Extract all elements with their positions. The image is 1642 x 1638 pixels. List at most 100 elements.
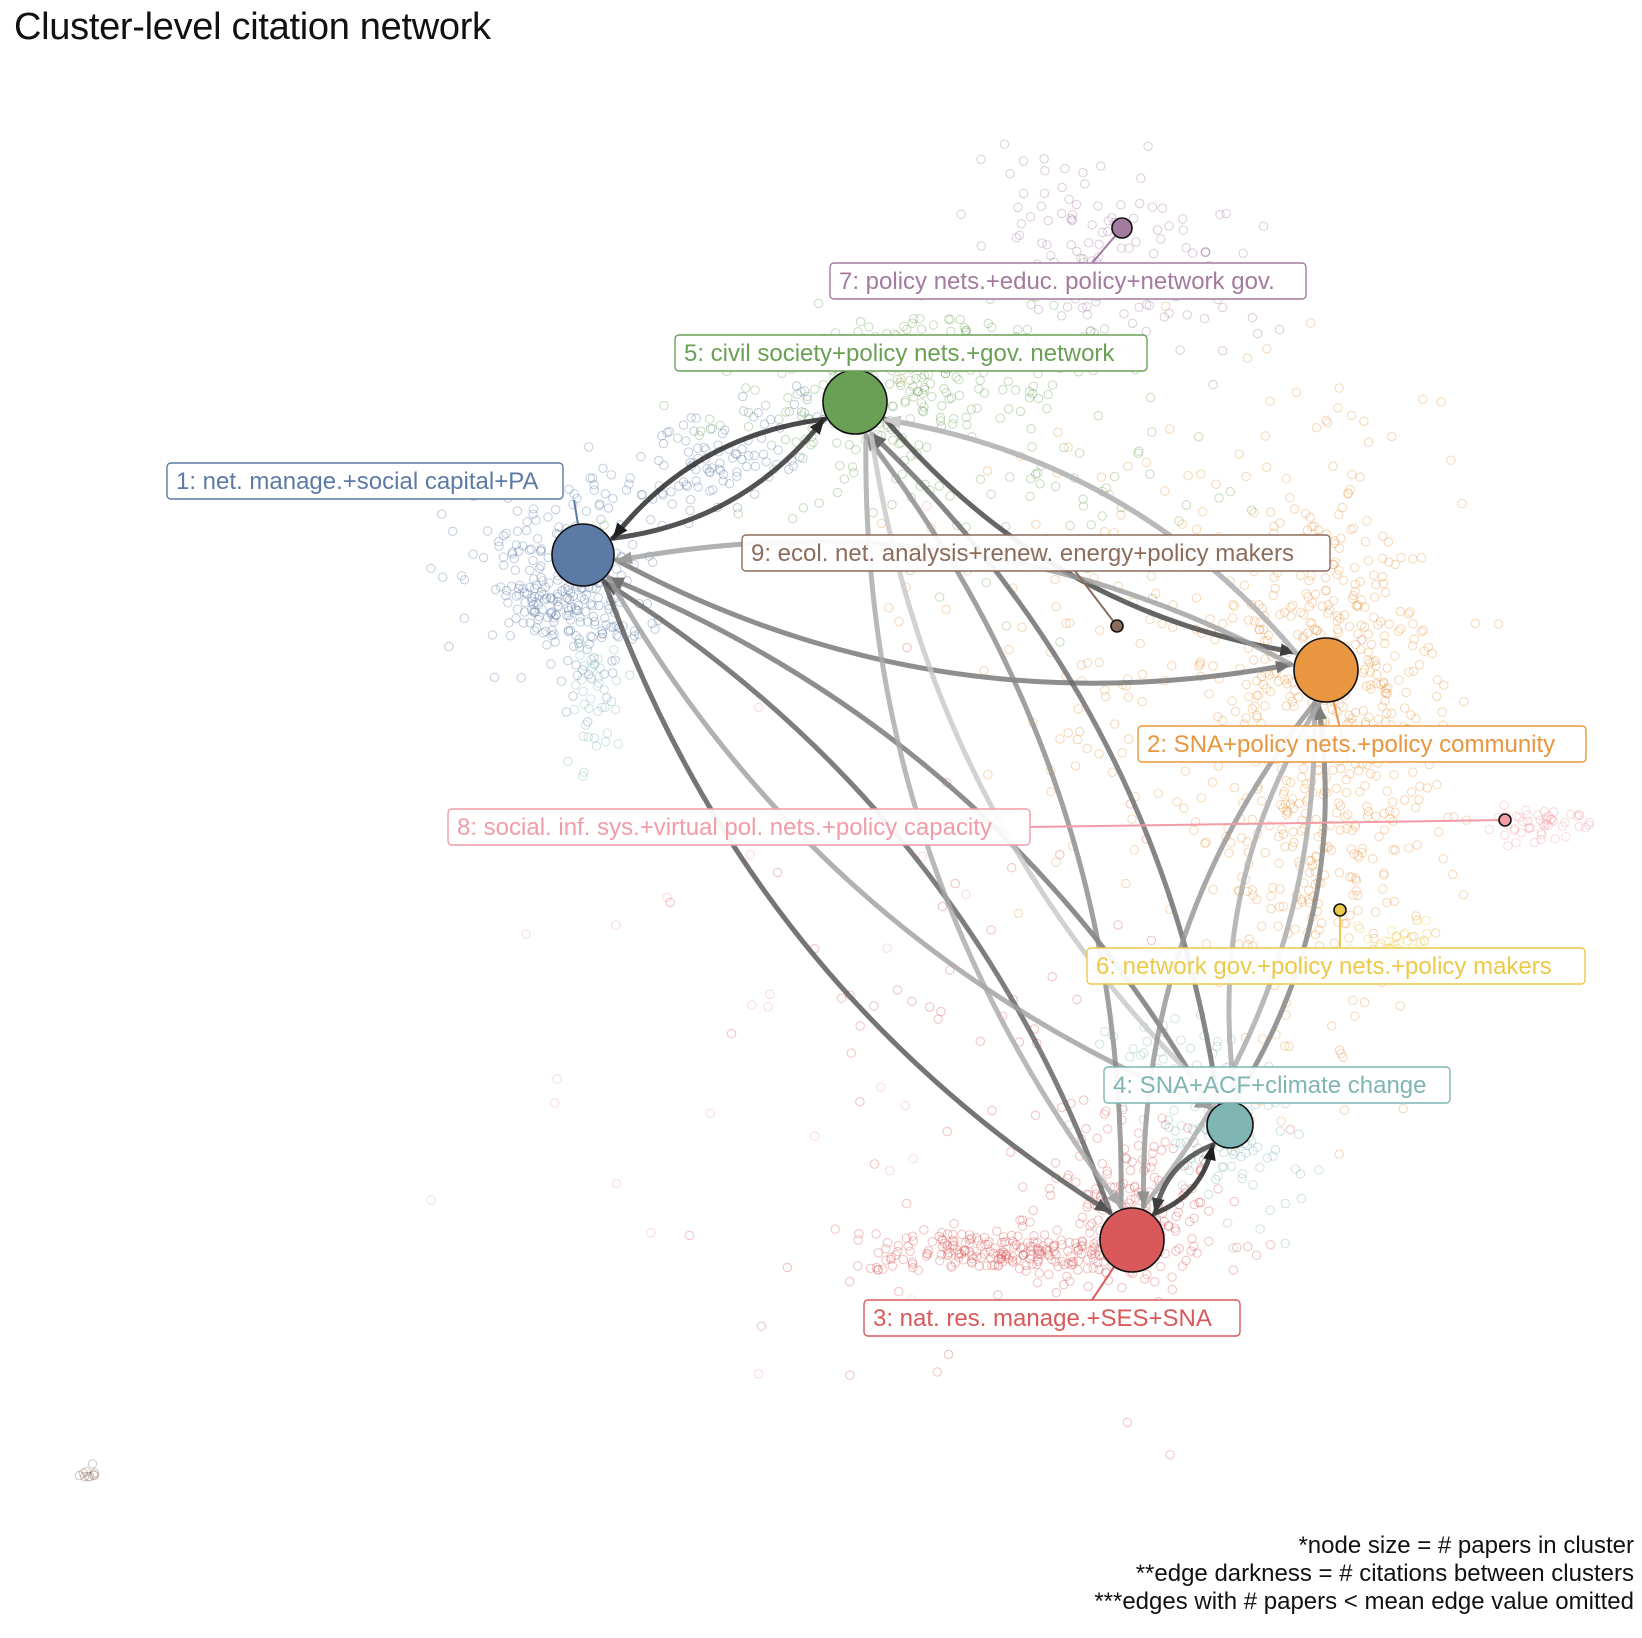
paper-point xyxy=(1042,1246,1052,1256)
paper-point xyxy=(1511,811,1521,822)
cluster-label-text-3: 3: nat. res. manage.+SES+SNA xyxy=(873,1305,1212,1332)
paper-point xyxy=(980,1249,990,1259)
paper-point xyxy=(1357,847,1367,858)
paper-point xyxy=(1345,872,1355,882)
paper-point xyxy=(553,601,563,611)
paper-point xyxy=(1043,215,1053,226)
paper-point xyxy=(1269,572,1279,582)
paper-point xyxy=(590,616,600,627)
paper-point xyxy=(1201,939,1212,949)
paper-point xyxy=(566,602,577,612)
paper-point xyxy=(973,1236,984,1246)
paper-point xyxy=(549,629,559,639)
paper-point xyxy=(972,403,982,413)
paper-point xyxy=(613,632,624,642)
paper-point xyxy=(1363,556,1374,566)
paper-point xyxy=(1458,890,1469,900)
paper-point xyxy=(591,584,601,594)
paper-point xyxy=(1535,815,1545,825)
cluster-node-6 xyxy=(1333,903,1347,917)
paper-point xyxy=(547,625,557,636)
paper-point xyxy=(1418,394,1428,404)
paper-point xyxy=(1100,685,1110,695)
paper-point xyxy=(681,480,691,490)
paper-point xyxy=(1218,302,1228,313)
paper-point xyxy=(1348,995,1358,1005)
paper-point xyxy=(1066,1251,1076,1261)
paper-point xyxy=(1344,933,1354,943)
paper-point xyxy=(1341,775,1352,785)
paper-point xyxy=(1151,588,1161,599)
paper-point xyxy=(1258,625,1269,635)
paper-point xyxy=(494,536,504,547)
paper-point xyxy=(1243,1242,1253,1252)
paper-point xyxy=(1338,1052,1348,1063)
paper-point xyxy=(997,1237,1007,1248)
paper-point xyxy=(1305,617,1315,628)
paper-point xyxy=(563,593,573,603)
paper-point xyxy=(1077,303,1088,313)
paper-point xyxy=(1026,212,1036,222)
paper-point xyxy=(459,613,470,623)
paper-point xyxy=(1013,908,1024,918)
paper-point xyxy=(701,444,711,455)
paper-point xyxy=(1346,410,1357,421)
paper-point xyxy=(983,1239,993,1250)
paper-point xyxy=(494,541,504,551)
paper-point xyxy=(664,426,674,437)
paper-point xyxy=(1493,619,1504,629)
paper-point xyxy=(1327,704,1338,715)
paper-point xyxy=(1365,769,1376,779)
cluster-label-box-1 xyxy=(166,462,564,500)
paper-point xyxy=(1302,628,1313,638)
paper-point xyxy=(891,1250,901,1260)
paper-point xyxy=(832,487,843,498)
paper-point xyxy=(1419,646,1429,656)
paper-point xyxy=(802,394,812,405)
cluster-label-box-6 xyxy=(1086,947,1586,985)
paper-point xyxy=(1174,1243,1184,1254)
paper-point xyxy=(1211,1174,1221,1185)
paper-point xyxy=(1353,601,1363,612)
paper-point xyxy=(1034,1246,1045,1257)
paper-point xyxy=(1008,1257,1018,1268)
paper-point xyxy=(1004,644,1014,655)
paper-point xyxy=(1273,921,1284,931)
cluster-label-1: 1: net. manage.+social capital+PA xyxy=(166,462,564,500)
paper-point xyxy=(665,897,675,908)
paper-point xyxy=(1157,1113,1167,1124)
paper-point xyxy=(1186,1246,1196,1256)
paper-point xyxy=(695,426,706,436)
paper-point xyxy=(936,1250,946,1260)
paper-point xyxy=(518,541,528,551)
paper-point xyxy=(74,1470,85,1481)
paper-point xyxy=(888,401,898,412)
paper-point xyxy=(1033,1244,1043,1254)
paper-point xyxy=(568,591,578,602)
paper-point xyxy=(1051,601,1061,612)
paper-point xyxy=(1391,931,1402,941)
paper-point xyxy=(85,1472,95,1482)
cluster-label-text-7: 7: policy nets.+educ. policy+network gov… xyxy=(839,268,1275,295)
paper-point xyxy=(1228,1149,1239,1160)
paper-point xyxy=(1153,788,1164,798)
paper-point xyxy=(530,607,541,617)
paper-point xyxy=(959,322,969,333)
paper-point xyxy=(1200,247,1211,258)
paper-point xyxy=(1358,706,1369,716)
paper-point xyxy=(1136,173,1146,183)
paper-point xyxy=(1403,609,1414,619)
paper-point xyxy=(1580,822,1591,833)
paper-point xyxy=(522,588,533,599)
paper-point xyxy=(900,398,910,408)
paper-point xyxy=(1285,1124,1296,1135)
paper-point xyxy=(569,489,579,499)
paper-point xyxy=(1212,1037,1223,1047)
paper-point xyxy=(1255,1162,1265,1173)
paper-point xyxy=(1033,1250,1043,1260)
paper-point xyxy=(468,549,478,559)
paper-point xyxy=(496,582,506,592)
paper-point xyxy=(1192,1248,1202,1258)
paper-point xyxy=(1359,416,1369,426)
paper-point xyxy=(982,1261,992,1271)
